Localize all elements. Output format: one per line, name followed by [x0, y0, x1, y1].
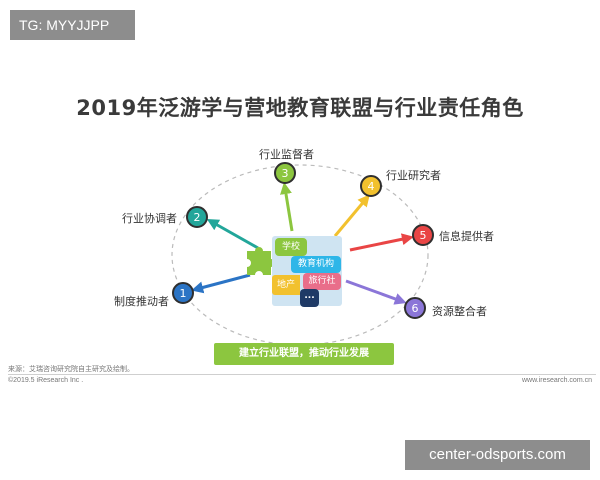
role-node-6: 6	[404, 297, 426, 319]
puzzle-piece-icon	[247, 247, 275, 275]
node-label-5: 信息提供者	[439, 230, 494, 243]
orbit-ring	[171, 164, 429, 346]
role-node-number-2: 2	[194, 211, 201, 224]
arrow-6	[345, 279, 407, 305]
puzzle-education-institution: 教育机构	[291, 256, 341, 273]
role-node-3: 3	[274, 162, 296, 184]
role-node-number-3: 3	[282, 167, 289, 180]
alliance-banner: 建立行业联盟，推动行业发展	[214, 343, 394, 365]
puzzle-more: ...	[300, 289, 319, 307]
role-node-circle-5	[412, 224, 434, 246]
source-note: 来源：艾瑞咨询研究院自主研究及绘制。	[8, 365, 134, 373]
node-label-6: 资源整合者	[432, 305, 487, 318]
website-link[interactable]: www.iresearch.com.cn	[521, 377, 592, 384]
role-node-circle-2	[186, 206, 208, 228]
node-label-2: 行业协调者	[122, 212, 177, 225]
role-node-5: 5	[412, 224, 434, 246]
puzzle-travel-agency: 旅行社	[303, 273, 341, 290]
role-node-4: 4	[360, 175, 382, 197]
arrow-2	[206, 219, 259, 250]
role-node-number-1: 1	[180, 287, 187, 300]
role-node-circle-4	[360, 175, 382, 197]
arrow-1	[191, 273, 251, 294]
copyright-text: ©2019.5 iResearch Inc .	[8, 377, 84, 384]
role-node-circle-6	[404, 297, 426, 319]
tg-badge: TG: MYYJJPP	[10, 10, 135, 40]
puzzle-real-estate: 地产	[272, 275, 300, 295]
puzzle-school: 学校	[275, 238, 307, 256]
arrow-4	[333, 194, 370, 237]
site-watermark: center-odsports.com	[405, 440, 590, 470]
role-node-number-5: 5	[420, 229, 427, 242]
role-node-circle-1	[172, 282, 194, 304]
node-label-1: 制度推动者	[114, 295, 169, 308]
role-node-number-6: 6	[412, 302, 419, 315]
arrow-5	[349, 233, 414, 252]
role-node-2: 2	[186, 206, 208, 228]
role-node-1: 1	[172, 282, 194, 304]
arrow-3	[280, 182, 294, 232]
node-label-4: 行业研究者	[386, 169, 441, 182]
role-diagram: 1 2 3 4 5 6	[171, 162, 434, 346]
page-title: 2019年泛游学与营地教育联盟与行业责任角色	[76, 96, 524, 120]
role-node-number-4: 4	[368, 180, 375, 193]
role-node-circle-3	[274, 162, 296, 184]
node-label-3: 行业监督者	[259, 148, 314, 161]
footer-divider	[8, 374, 596, 375]
